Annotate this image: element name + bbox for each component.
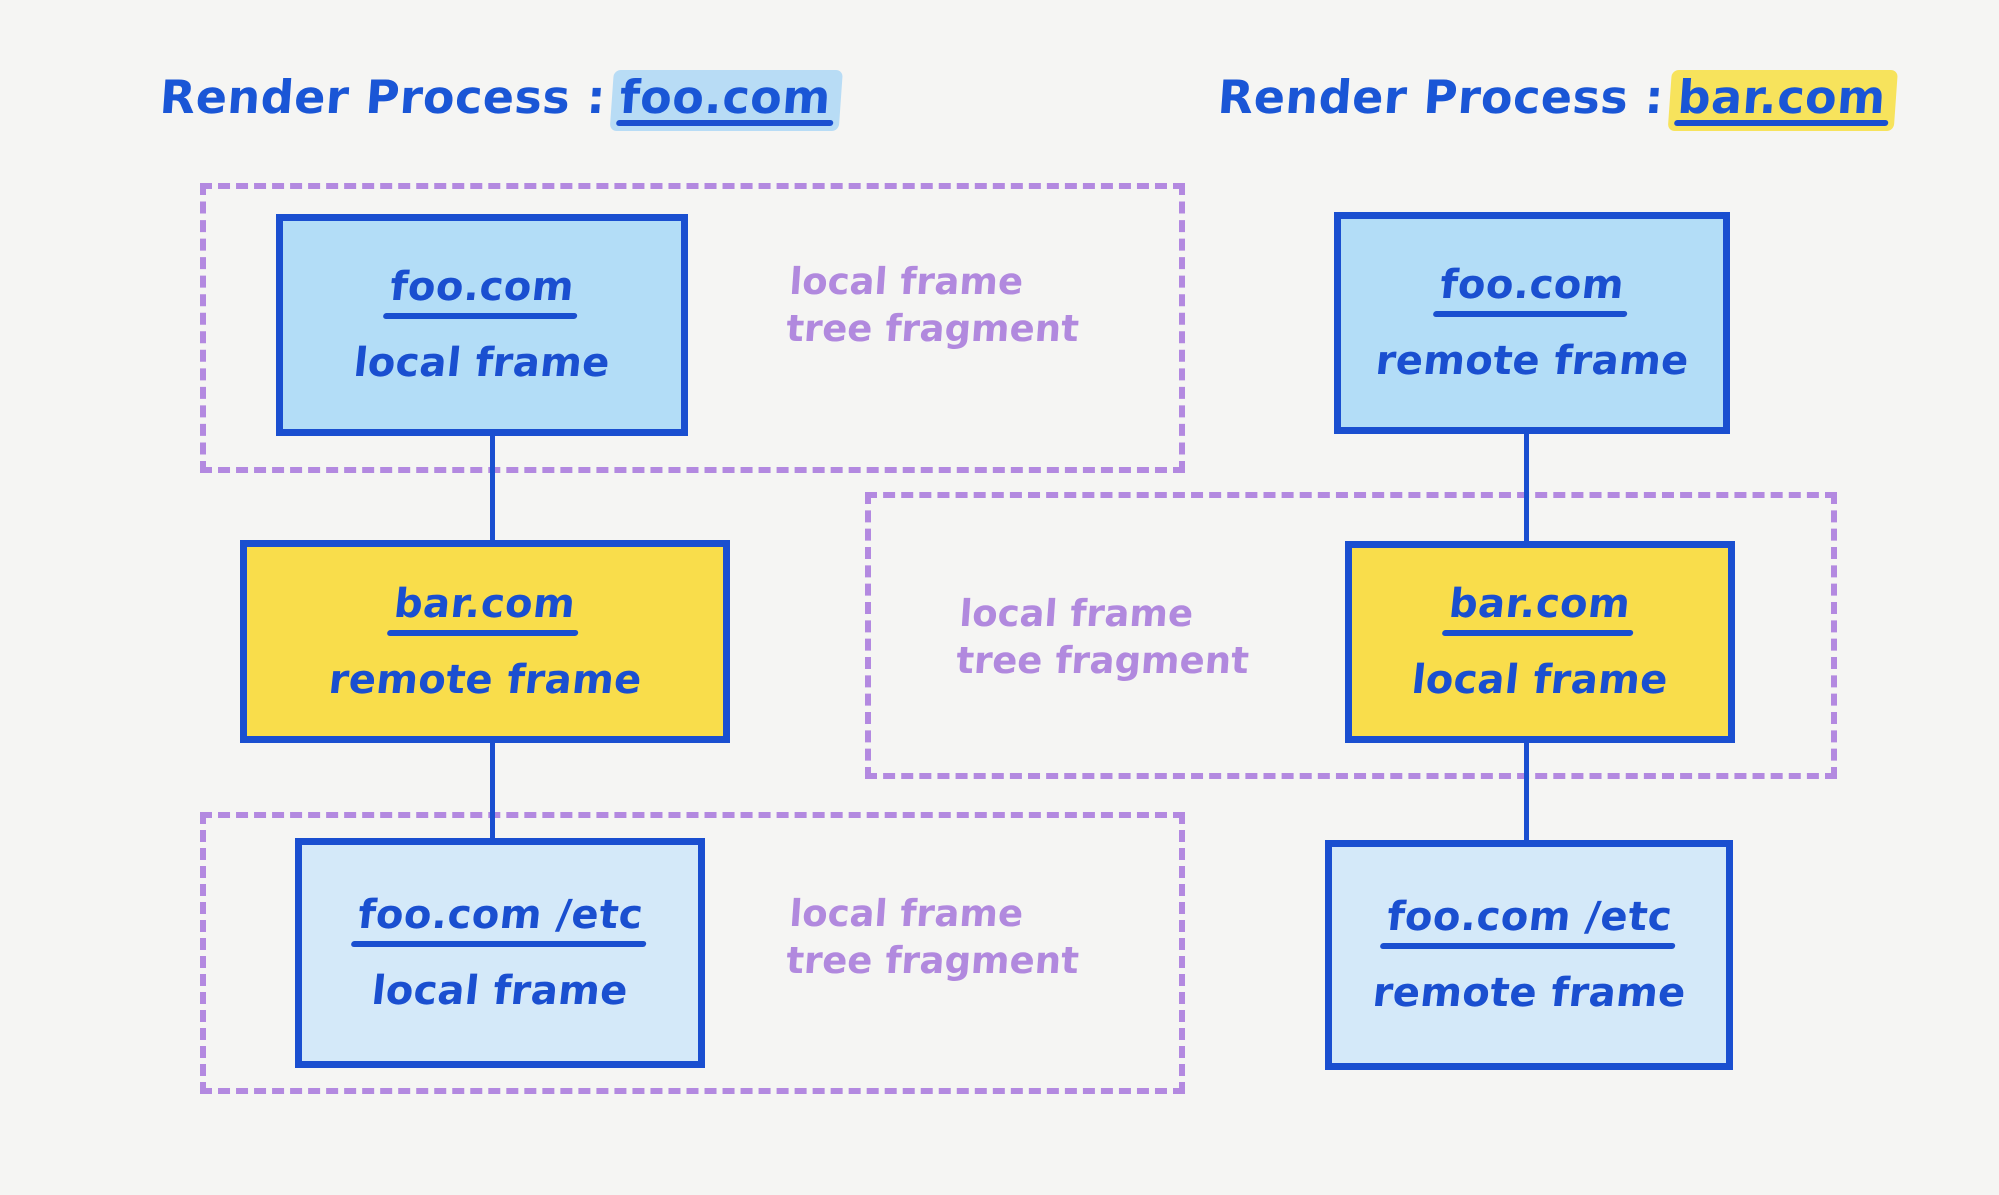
- frame-origin-label: foo.com: [382, 264, 578, 319]
- origin-underline: [1432, 311, 1628, 317]
- process-title-bar-lead: Render Process :: [1216, 70, 1666, 124]
- frame-origin-label: foo.com: [1432, 262, 1628, 317]
- process-title-foo-host-highlight: foo.com: [609, 68, 843, 131]
- frame-box-foo-etc-local-frame[interactable]: foo.com /etc local frame: [295, 838, 705, 1068]
- frame-kind-label: local frame: [369, 968, 631, 1014]
- frame-kind-label: remote frame: [326, 656, 644, 703]
- fragment-label-foo-1: local frame tree fragment: [785, 258, 1084, 353]
- frame-box-foo-remote-frame[interactable]: foo.com remote frame: [1334, 212, 1730, 434]
- process-title-foo-lead: Render Process :: [158, 70, 608, 124]
- fragment-region-foo-1: [200, 183, 1185, 473]
- connector-bar-1-2: [1524, 430, 1529, 545]
- frame-kind-label: local frame: [1409, 657, 1671, 703]
- origin-underline: [1379, 943, 1675, 949]
- fragment-label-foo-1-line2: tree fragment: [784, 307, 1081, 351]
- fragment-region-bar-1: [865, 492, 1837, 779]
- origin-underline: [350, 941, 646, 947]
- process-title-bar: Render Process : bar.com: [1216, 68, 1898, 131]
- fragment-label-foo-2-line2: tree fragment: [784, 939, 1081, 983]
- fragment-label-bar-1-line2: tree fragment: [954, 639, 1251, 683]
- fragment-label-foo-1-line1: local frame: [788, 260, 1025, 303]
- process-title-bar-host: bar.com: [1675, 70, 1888, 124]
- fragment-label-foo-2-line1: local frame: [788, 892, 1025, 935]
- frame-origin-label: bar.com: [387, 581, 580, 636]
- frame-box-bar-remote-frame[interactable]: bar.com remote frame: [240, 540, 730, 743]
- frame-origin-label: foo.com /etc: [350, 892, 646, 947]
- frame-box-foo-etc-remote-frame[interactable]: foo.com /etc remote frame: [1325, 840, 1733, 1070]
- connector-foo-1-2: [490, 432, 495, 547]
- frame-kind-label: remote frame: [1370, 970, 1688, 1016]
- process-title-foo: Render Process : foo.com: [158, 68, 843, 131]
- fragment-label-foo-2: local frame tree fragment: [785, 890, 1084, 985]
- origin-underline: [387, 629, 580, 636]
- fragment-region-foo-2: [200, 812, 1185, 1094]
- frame-origin-label: foo.com /etc: [1379, 894, 1675, 949]
- fragment-label-bar-1: local frame tree fragment: [955, 590, 1254, 685]
- frame-box-foo-local-frame[interactable]: foo.com local frame: [276, 214, 688, 436]
- process-title-foo-host: foo.com: [617, 70, 833, 124]
- origin-underline: [382, 313, 578, 319]
- frame-kind-label: remote frame: [1373, 338, 1691, 384]
- process-title-bar-host-highlight: bar.com: [1667, 68, 1898, 131]
- connector-foo-2-3: [490, 738, 495, 843]
- fragment-label-bar-1-line1: local frame: [958, 592, 1195, 635]
- origin-underline: [1442, 630, 1635, 636]
- frame-box-bar-local-frame[interactable]: bar.com local frame: [1345, 541, 1735, 743]
- frame-origin-label: bar.com: [1442, 581, 1635, 636]
- frame-kind-label: local frame: [351, 340, 613, 386]
- connector-bar-2-3: [1524, 738, 1529, 848]
